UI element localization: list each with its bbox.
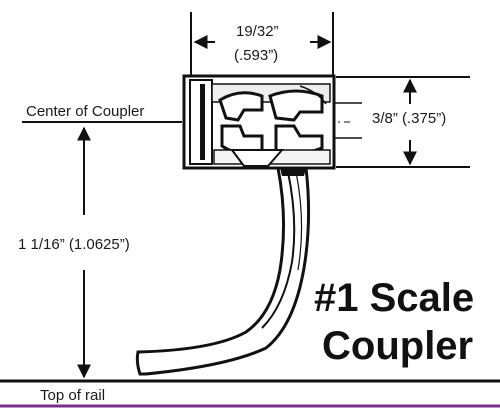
title-line-1: #1 Scale: [314, 276, 475, 320]
rail-height-label: 1 1/16” (1.0625”): [18, 236, 130, 253]
center-of-coupler-label: Center of Coupler: [26, 103, 145, 120]
coupler-head: [182, 74, 362, 170]
height-dimension-label: 3/8” (.375”): [372, 110, 447, 127]
height-dimension: [336, 76, 470, 168]
width-fraction-label: 19/32”: [236, 23, 279, 40]
width-dimension: [190, 12, 334, 78]
title-line-2: Coupler: [322, 324, 474, 368]
trip-pin: [135, 166, 311, 376]
top-of-rail-label: Top of rail: [40, 387, 106, 404]
rail-line: [0, 379, 500, 408]
width-decimal-label: (.593”): [234, 47, 279, 64]
